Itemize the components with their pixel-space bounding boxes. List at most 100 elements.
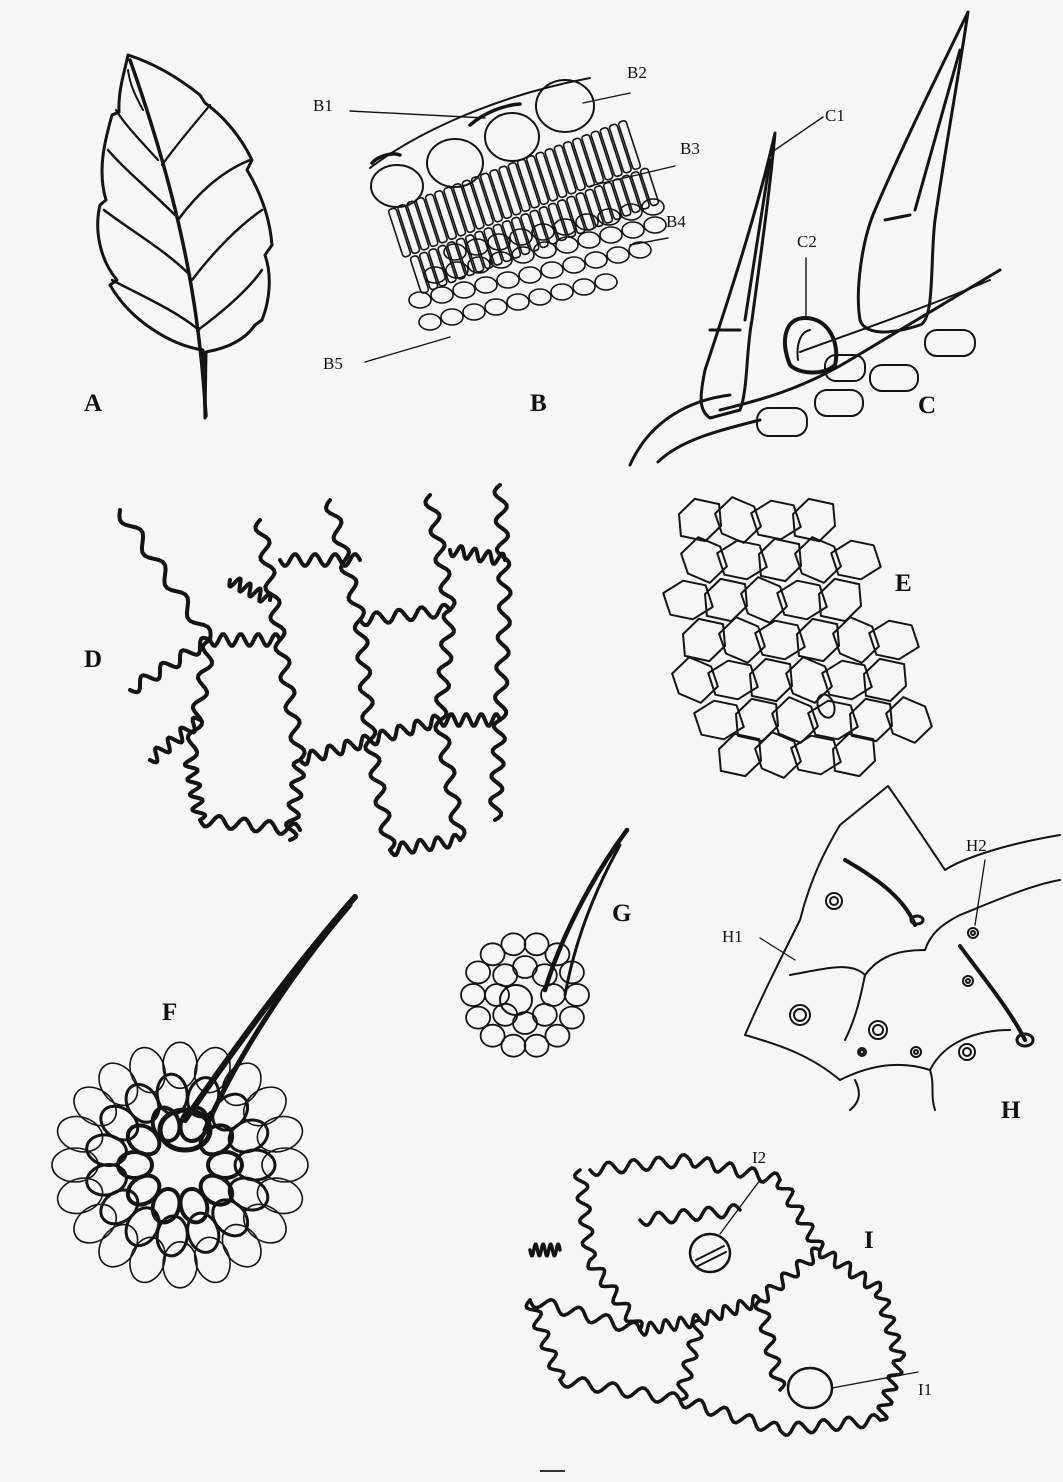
cell-wall	[760, 1248, 820, 1302]
rosette-cell	[52, 1148, 98, 1182]
base-cell	[565, 984, 589, 1006]
label-c1: C1	[825, 106, 845, 126]
cell-wall	[435, 720, 464, 840]
spongy-cell	[468, 257, 490, 273]
polygonal-cell	[679, 499, 721, 541]
label-b2: B2	[627, 63, 647, 83]
spongy-cell	[510, 229, 532, 245]
cell-wall	[678, 1320, 702, 1400]
gland-outer	[968, 928, 978, 938]
spongy-cell	[441, 309, 463, 325]
cell-wall	[185, 760, 205, 820]
polygonal-cell	[683, 619, 725, 661]
gland-outer	[911, 1047, 921, 1057]
rosette-cell	[236, 1079, 293, 1134]
spongy-cell	[573, 279, 595, 295]
cell-wall	[755, 1300, 784, 1390]
cell-wall	[530, 1244, 560, 1255]
cell-wall	[255, 520, 284, 640]
rosette-cell	[236, 1196, 293, 1251]
spongy-cell	[463, 304, 485, 320]
panel-label-e: E	[895, 570, 912, 598]
stomata-epidermis-drawing	[526, 1155, 904, 1435]
cell-wall	[560, 1378, 680, 1402]
rosette-cell	[163, 1242, 197, 1288]
polygonal-epidermis-drawing	[663, 497, 932, 778]
label-c2: C2	[797, 232, 817, 252]
cell-wall	[370, 716, 440, 745]
cell-wall	[680, 1400, 780, 1430]
panel-label-f: F	[162, 999, 177, 1027]
label-b4: B4	[666, 212, 686, 232]
spongy-cell	[578, 232, 600, 248]
rosette-cell	[214, 1217, 269, 1274]
cell-wall	[780, 1415, 880, 1435]
large-trichome	[160, 897, 355, 1150]
cell-wall	[590, 1155, 690, 1175]
spongy-cell	[595, 274, 617, 290]
spongy-cell	[642, 199, 664, 215]
cell-wall	[130, 638, 210, 693]
spongy-cell	[485, 299, 507, 315]
spongy-cell	[600, 227, 622, 243]
rosette-cell	[183, 1209, 224, 1256]
gland-epidermis-drawing	[745, 786, 1060, 1110]
gland-inner	[860, 1050, 864, 1054]
gland-inner	[914, 1050, 918, 1054]
spongy-cell	[529, 289, 551, 305]
spongy-cell	[409, 292, 431, 308]
cell-wall	[275, 640, 304, 760]
rosette-cell	[91, 1056, 146, 1113]
gland-inner	[794, 1009, 806, 1021]
gland-outer	[826, 893, 842, 909]
cell-wall	[150, 718, 200, 763]
rosette-cell	[262, 1148, 308, 1182]
spongy-cell	[431, 287, 453, 303]
gland-inner	[963, 1048, 971, 1056]
base-cell	[525, 1035, 549, 1057]
gland-inner	[830, 897, 838, 905]
rosette-cell	[163, 1042, 197, 1088]
label-h2: H2	[966, 836, 987, 856]
spongy-cell	[622, 222, 644, 238]
spongy-cell	[563, 257, 585, 273]
gland-outer	[869, 1021, 887, 1039]
panel-label-b: B	[530, 390, 547, 418]
small-trichome	[500, 830, 627, 1015]
cell-wall	[640, 1315, 700, 1335]
cell-wall	[355, 620, 375, 740]
label-b1: B1	[313, 96, 333, 116]
label-i1: I1	[918, 1380, 932, 1400]
cell-wall	[119, 510, 210, 640]
cell-wall	[495, 485, 511, 600]
label-h1: H1	[722, 927, 743, 947]
cell-wall	[878, 1360, 902, 1420]
spongy-cell	[497, 272, 519, 288]
spongy-cell	[453, 282, 475, 298]
leaf-drawing	[98, 55, 272, 418]
small-trichome-base	[461, 933, 589, 1056]
cell-wall	[210, 634, 280, 645]
panel-label-g: G	[612, 900, 631, 928]
spongy-cell	[475, 277, 497, 293]
rosette-cell	[67, 1196, 124, 1251]
cell-wall	[495, 600, 510, 720]
cell-wall	[300, 736, 370, 765]
cell-wall	[820, 1250, 881, 1290]
cell-wall	[575, 1170, 595, 1260]
base-cell	[466, 1007, 490, 1029]
spongy-cell	[519, 267, 541, 283]
gland-outer	[963, 976, 973, 986]
label-b3: B3	[680, 139, 700, 159]
spongy-cell	[541, 262, 563, 278]
label-b5: B5	[323, 354, 343, 374]
cell-wall	[640, 1205, 740, 1225]
cell-wall	[490, 720, 505, 820]
spongy-cell	[507, 294, 529, 310]
base-cell	[501, 933, 525, 955]
base-cell	[461, 984, 485, 1006]
panel-label-a: A	[84, 390, 102, 418]
wavy-epidermis-drawing	[119, 485, 510, 855]
